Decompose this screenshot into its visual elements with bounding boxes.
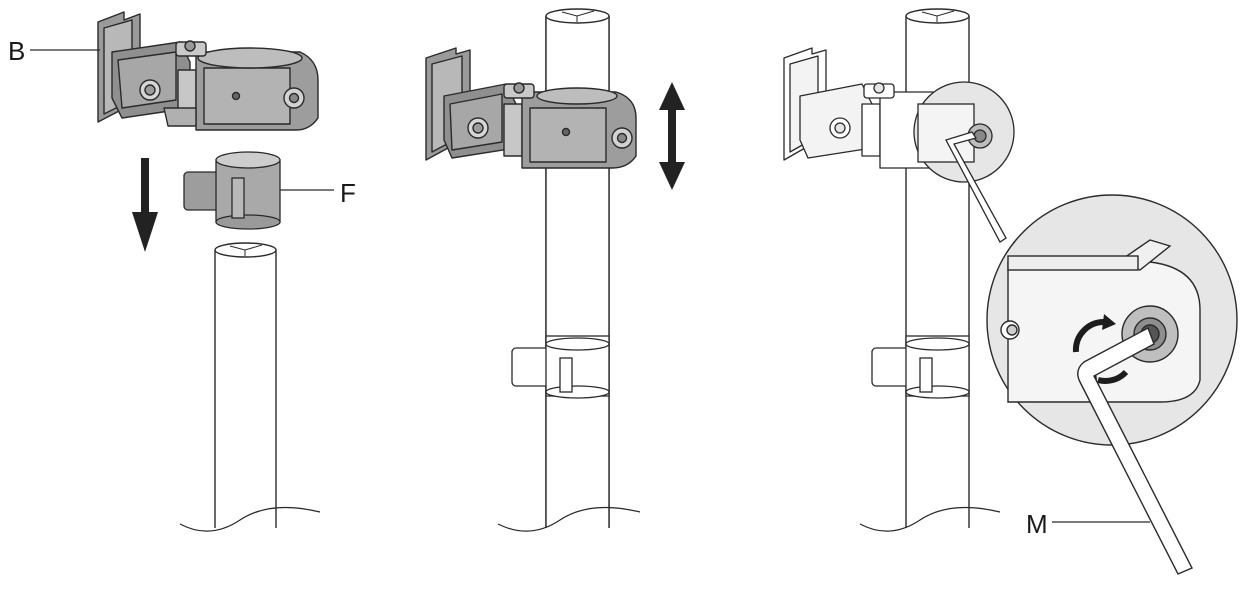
zoom-circle-large xyxy=(986,194,1238,446)
step-1: B F xyxy=(8,11,356,532)
bracket-b xyxy=(97,11,319,131)
zoom-circle-small xyxy=(913,81,1015,243)
clamp-on-pole-step-3 xyxy=(871,335,970,399)
step-2 xyxy=(425,8,685,532)
hex-key-icon xyxy=(1077,327,1193,575)
down-arrow-icon xyxy=(132,158,158,252)
clamp-on-pole-step-2 xyxy=(511,335,610,399)
step-3: M xyxy=(783,8,1238,575)
pole-step-1 xyxy=(179,242,321,532)
callout-m: M xyxy=(1026,509,1048,539)
callout-b: B xyxy=(8,36,25,66)
up-down-arrow-icon xyxy=(659,82,685,190)
callout-f: F xyxy=(340,178,356,208)
bracket-mounted-step-2 xyxy=(425,47,637,169)
rotate-arrows-icon xyxy=(1072,314,1129,388)
clamp-f xyxy=(183,151,281,230)
